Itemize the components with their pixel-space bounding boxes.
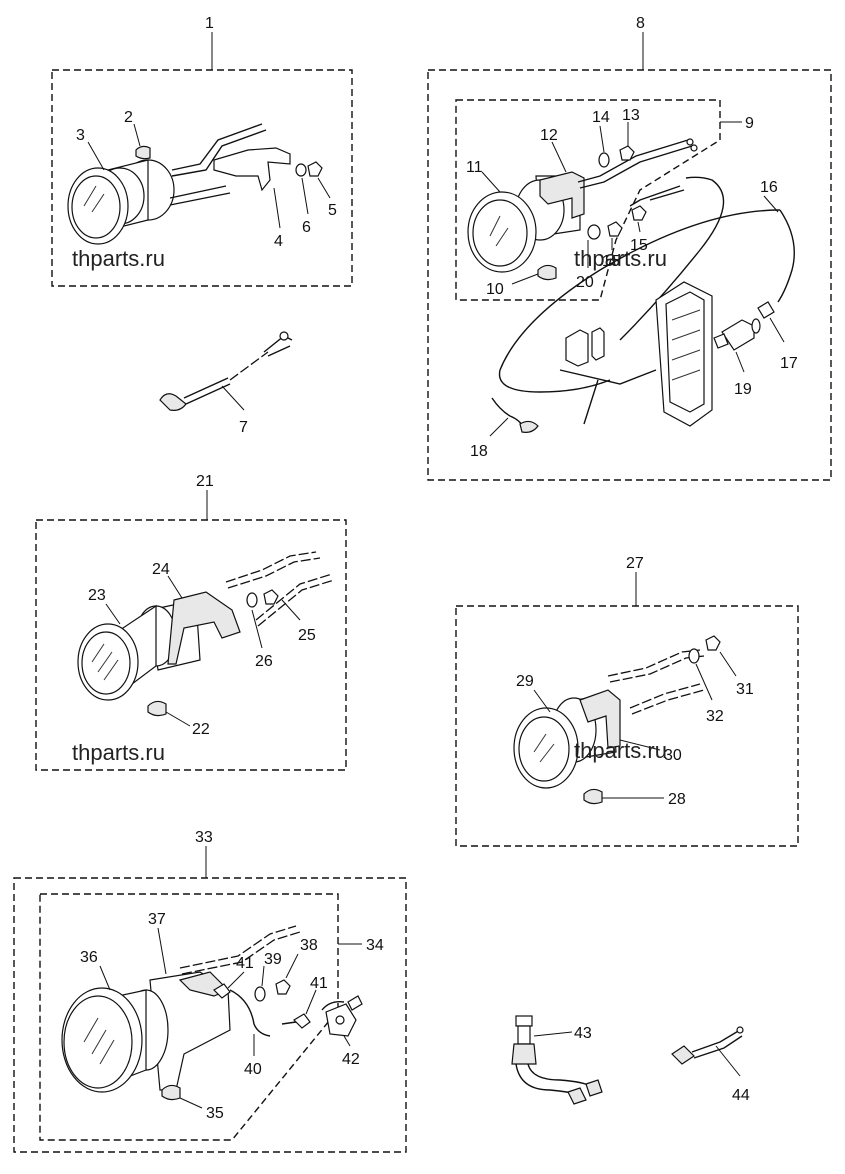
callout-16: 16 — [760, 179, 778, 196]
callout-38: 38 — [300, 937, 318, 954]
bulb-22 — [147, 700, 167, 717]
group-1-gauge-assembly: 1 3 2 4 6 5 th — [51, 15, 353, 287]
callout-3: 3 — [76, 127, 85, 144]
callout-2: 2 — [124, 109, 133, 126]
gauge-36 — [61, 971, 231, 1093]
callout-14: 14 — [592, 109, 610, 126]
callout-18: 18 — [470, 443, 488, 460]
group-8-gauge-sender-assembly: 8 9 11 12 14 13 — [427, 15, 832, 481]
nut-15 — [607, 221, 623, 237]
callout-15b: 15 — [630, 237, 648, 254]
callout-28: 28 — [668, 791, 686, 808]
callout-23: 23 — [88, 587, 106, 604]
callout-35: 35 — [206, 1105, 224, 1122]
group-9-frame — [455, 99, 721, 301]
nut-25 — [263, 589, 279, 605]
callout-22: 22 — [192, 721, 210, 738]
callout-41b: 41 — [310, 975, 328, 992]
switch-43: 43 — [511, 1015, 603, 1105]
callout-32: 32 — [706, 708, 724, 725]
callout-24: 24 — [152, 561, 170, 578]
callout-29: 29 — [516, 673, 534, 690]
engine-block — [559, 281, 713, 427]
callout-20: 20 — [576, 274, 594, 291]
plug-42 — [321, 995, 363, 1037]
harness-44: 44 — [671, 1026, 750, 1104]
bracket-24 — [167, 591, 241, 665]
callout-13: 13 — [622, 107, 640, 124]
bulb-2 — [135, 145, 151, 160]
washer-39 — [254, 986, 266, 1002]
callout-26: 26 — [255, 653, 273, 670]
callout-30: 30 — [664, 747, 682, 764]
callout-6: 6 — [302, 219, 311, 236]
callout-25: 25 — [298, 627, 316, 644]
callout-10: 10 — [486, 281, 504, 298]
washer-20 — [587, 224, 601, 240]
bulb-35 — [161, 1084, 181, 1101]
callout-34: 34 — [366, 937, 384, 954]
group-27-frame — [455, 605, 799, 847]
callout-39: 39 — [264, 951, 282, 968]
bulb-28 — [583, 788, 603, 805]
nut-5 — [307, 161, 323, 177]
terminal-41 — [213, 983, 231, 999]
callout-41a: 41 — [236, 955, 254, 972]
callout-27: 27 — [626, 555, 644, 572]
callout-40: 40 — [244, 1061, 262, 1078]
callout-8: 8 — [636, 15, 645, 32]
callout-21: 21 — [196, 473, 214, 490]
nut-13 — [619, 145, 635, 161]
group-33-frame — [13, 877, 407, 1153]
callout-19: 19 — [734, 381, 752, 398]
gauge-3 — [67, 141, 175, 245]
nut-38 — [275, 979, 291, 995]
callout-44: 44 — [732, 1087, 750, 1104]
bulb-10 — [537, 264, 557, 281]
group-27-gauge-assembly: 27 29 30 32 31 28 thparts.ru — [455, 555, 799, 847]
callout-36: 36 — [80, 949, 98, 966]
callout-4: 4 — [274, 233, 283, 250]
washer-32 — [688, 648, 700, 664]
washer-6 — [295, 163, 307, 177]
bracket-30 — [579, 689, 621, 749]
group-34-frame — [39, 893, 339, 1141]
callout-5: 5 — [328, 202, 337, 219]
callout-9: 9 — [745, 115, 754, 132]
callout-43: 43 — [574, 1025, 592, 1042]
washer-14 — [598, 152, 610, 168]
callout-33: 33 — [195, 829, 213, 846]
callout-7: 7 — [239, 419, 248, 436]
callout-37: 37 — [148, 911, 166, 928]
callout-11: 11 — [466, 159, 483, 176]
watermark-3: thparts.ru — [72, 740, 165, 765]
nut-31 — [705, 635, 721, 651]
callout-1: 1 — [205, 15, 214, 32]
sender-19 — [713, 318, 761, 351]
callout-42: 42 — [342, 1051, 360, 1068]
watermark-4: thparts.ru — [574, 738, 667, 763]
group-21-frame — [35, 519, 347, 771]
callout-17: 17 — [780, 355, 798, 372]
group-33-gauge-assembly: 33 34 36 37 41 39 38 — [13, 829, 407, 1153]
bracket-12 — [539, 171, 585, 219]
gauge-11 — [467, 175, 581, 273]
watermark: thparts.ru — [72, 246, 165, 271]
callout-12: 12 — [540, 127, 558, 144]
group-1-frame — [51, 69, 353, 287]
callout-31: 31 — [736, 681, 754, 698]
harness-7: 7 — [159, 331, 293, 436]
nut-15b — [631, 205, 647, 221]
washer-26 — [246, 592, 258, 608]
group-8-frame — [427, 69, 832, 481]
group-21-gauge-assembly: 21 23 24 26 25 22 thparts.ru — [35, 473, 347, 771]
bracket-4 — [213, 147, 291, 192]
lead-18 — [519, 420, 539, 433]
terminal-41b — [293, 1013, 311, 1029]
clip-17 — [757, 301, 775, 319]
